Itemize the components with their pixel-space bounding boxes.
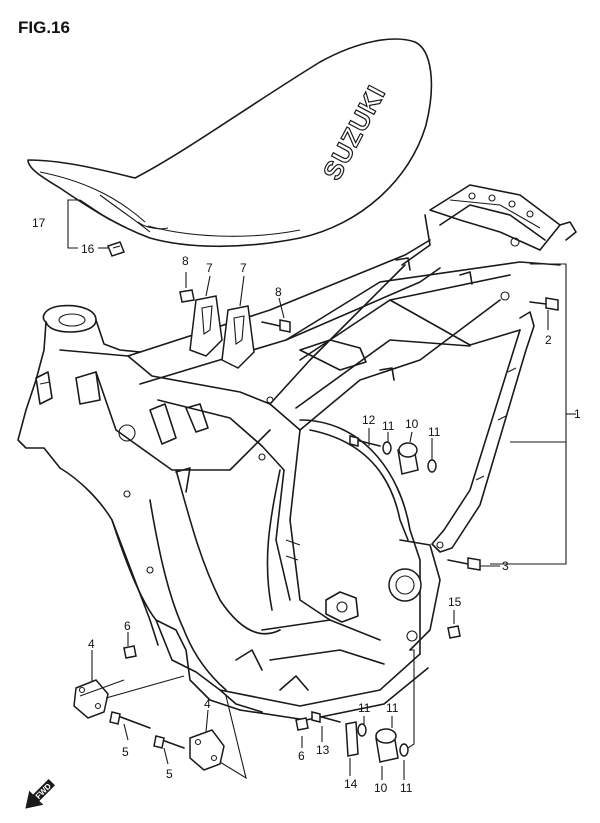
callout-11-lower-c: 11 [400, 781, 413, 795]
figure-title: FIG.16 [18, 18, 70, 37]
front-mount-nut-upper [123, 645, 137, 659]
fwd-arrow-icon: FWD [25, 779, 55, 809]
callout-4-left: 4 [88, 637, 95, 651]
leader-lines [67, 199, 576, 780]
front-engine-bracket-left [73, 679, 109, 719]
callout-1: 1 [574, 407, 581, 421]
callout-9: 8 [182, 254, 189, 268]
subframe-lower-bolt [447, 557, 481, 571]
rear-subframe [431, 311, 535, 553]
upper-engine-mount [349, 435, 437, 475]
front-mount-bolt-upper [109, 711, 151, 729]
rear-mount-nut [447, 625, 461, 639]
callout-11-lower-a: 11 [358, 701, 371, 715]
front-engine-bracket-right [189, 729, 225, 771]
callout-4-right: 4 [204, 697, 211, 711]
callout-10-upper: 10 [405, 417, 419, 431]
callout-11-lower-b: 11 [386, 701, 399, 715]
callout-10-lower: 10 [374, 781, 388, 795]
callout-8: 8 [275, 285, 282, 299]
lower-engine-mount [311, 711, 409, 763]
callout-11-upper-b: 11 [428, 425, 441, 439]
callout-7-left: 7 [206, 261, 213, 275]
bracket-nut [179, 289, 195, 303]
front-mount-nut-lower [295, 717, 309, 731]
seat-bolt [107, 241, 125, 257]
head-bracket-right [221, 305, 255, 369]
callout-3: 3 [502, 559, 509, 573]
head-bracket-left [189, 295, 223, 357]
callout-5-upper: 5 [122, 745, 129, 759]
callout-16: 17 [32, 216, 46, 230]
callout-2: 2 [545, 333, 552, 347]
callout-6-upper: 6 [124, 619, 131, 633]
callout-14: 15 [448, 595, 462, 609]
callout-7-right: 7 [240, 261, 247, 275]
callout-15: 14 [344, 777, 358, 791]
front-mount-bolt-lower [153, 735, 185, 749]
main-frame [17, 184, 577, 721]
seat: SUZUKI [27, 38, 433, 248]
callout-13: 13 [316, 743, 330, 757]
bracket-bolt [261, 319, 291, 333]
subframe-upper-bolt [529, 297, 559, 311]
callout-12: 12 [362, 413, 376, 427]
seat-brand-text: SUZUKI [317, 80, 392, 185]
callout-labels: 17 16 8 7 7 8 2 1 3 12 11 10 11 15 4 6 5… [32, 216, 581, 795]
callout-11-upper-a: 11 [382, 419, 395, 433]
callout-17: 16 [81, 242, 95, 256]
callout-6-lower: 6 [298, 749, 305, 763]
callout-5-lower: 5 [166, 767, 173, 781]
